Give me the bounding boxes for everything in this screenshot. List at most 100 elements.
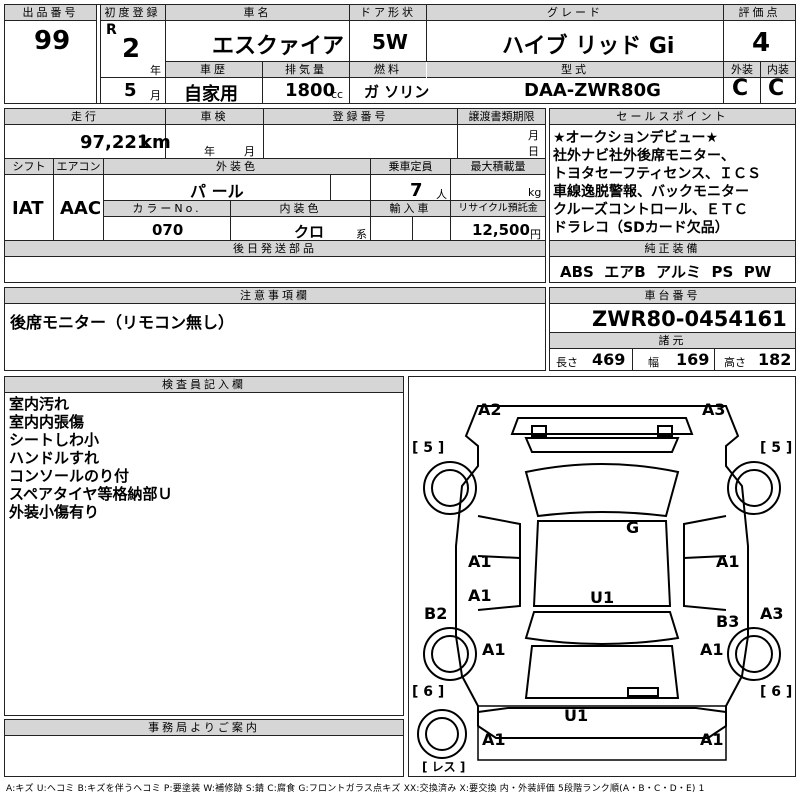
exterior-color: パ ール (190, 182, 244, 201)
fuel: ガ ソリン (364, 83, 430, 101)
car-name: エスクァイア (212, 34, 345, 59)
capacity-header: 乗車定員 (371, 159, 450, 175)
max-load-header: 最大積載量 (451, 159, 545, 175)
displacement: 1800 (285, 80, 336, 101)
inspector-line: ハンドルすれ (9, 449, 100, 467)
mark-a1-left-mid: A1 (468, 586, 492, 605)
max-load-unit: kg (528, 186, 542, 199)
month-unit: 月 (150, 89, 161, 102)
mark-b3-right: B3 (716, 612, 740, 631)
era-mark: R (106, 22, 117, 38)
lot-number: 99 (34, 26, 71, 56)
notes: 後席モニター（リモコン無し） (10, 313, 235, 332)
mark-a1-left-wheel: A1 (482, 640, 506, 659)
chassis-header: 車台番号 (550, 288, 795, 304)
inspector-line: スペアタイヤ等格納部Ｕ (9, 485, 173, 503)
interior-color: クロ (294, 223, 325, 241)
inspector-line: シートしわ小 (9, 431, 100, 449)
exterior-color-header: 外装色 (104, 159, 370, 175)
tire-right-top: [ 5 ] (760, 440, 793, 456)
sales-point-line: ★オークションデビュー★ (553, 130, 719, 146)
mark-a3-right: A3 (760, 604, 784, 623)
interior-color-unit: 系 (356, 228, 367, 241)
legend: A:キズ U:ヘコミ B:キズを伴うヘコミ P:要塗装 W:補修跡 S:錆 C:… (6, 784, 705, 794)
transfer-docs-header: 譲渡書類期限 (458, 109, 545, 125)
mark-b2-left: B2 (424, 604, 448, 623)
spare-tire-status: [ レス ] (422, 760, 466, 774)
shift-header: シフト (5, 159, 53, 175)
door-type: 5W (372, 30, 408, 54)
history: 自家用 (184, 84, 238, 105)
interior-color-header: 内装色 (231, 201, 370, 217)
recycle-deposit-header: リサイクル預託金 (451, 201, 545, 217)
transfer-month-unit: 月 (528, 129, 539, 142)
chassis-number: ZWR80-0454161 (592, 307, 787, 331)
grade-header: グレード (427, 5, 723, 21)
width-label: 幅 (648, 356, 659, 369)
mark-u1-center: U1 (590, 588, 615, 607)
model-header: 型式 (427, 62, 723, 78)
lot-number-header: 出品番号 (5, 5, 96, 21)
history-header: 車歴 (166, 62, 262, 78)
aircon: AAC (60, 198, 102, 219)
mileage-unit: km (140, 132, 171, 153)
inspector-list: 室内汚れ 室内内張傷 シートしわ小 ハンドルすれ コンソールのり付 スペアタイヤ… (9, 395, 173, 521)
grade: ハイブ リッド Gi (502, 34, 675, 59)
length: 469 (592, 350, 626, 369)
registration-month: 5 (124, 80, 137, 101)
recycle-deposit: 12,500 (472, 221, 530, 239)
aircon-header: エアコン (54, 159, 103, 175)
mark-u1-bottom: U1 (564, 706, 589, 725)
fuel-header: 燃料 (350, 62, 426, 78)
shift: IAT (12, 198, 44, 219)
recycle-unit: 円 (530, 228, 541, 241)
mark-g: G (626, 518, 640, 537)
interior-grade-header: 内装 (761, 62, 795, 78)
mark-a1-left-upper: A1 (468, 552, 492, 571)
inspection-year-unit: 年 (204, 145, 215, 158)
tire-right-bottom: [ 6 ] (760, 684, 793, 700)
length-label: 長さ (556, 356, 578, 369)
exterior-grade: C (732, 76, 749, 101)
specs-header: 諸元 (550, 333, 795, 349)
car-name-header: 車名 (166, 5, 349, 21)
inspector-line: 室内内張傷 (9, 413, 85, 431)
inspector-line: 外装小傷有り (9, 503, 100, 521)
import-header: 輸入車 (371, 201, 450, 217)
mark-a2-top: A2 (478, 400, 502, 419)
later-parts-header: 後日発送部品 (5, 241, 545, 257)
inspector-line: コンソールのり付 (9, 467, 130, 485)
sales-point-line: トヨタセーフティセンス、ＩＣＳ (553, 166, 762, 182)
registration-year: 2 (122, 34, 141, 64)
transfer-day-unit: 日 (528, 145, 539, 158)
inspection-month-unit: 月 (244, 145, 255, 158)
equipment-header: 純正装備 (550, 241, 795, 257)
sales-point-list: ★オークションデビュー★ 社外ナビ社外後席モニター、 トヨタセーフティセンス、Ｉ… (553, 129, 761, 237)
mark-a1-bottom-left: A1 (482, 730, 506, 749)
sales-point-header: セールスポイント (550, 109, 795, 125)
height-label: 高さ (724, 356, 746, 369)
color-number-header: カラーNo. (104, 201, 230, 217)
tire-left-top: [ 5 ] (412, 440, 445, 456)
score: 4 (752, 28, 771, 58)
displacement-header: 排気量 (263, 62, 349, 78)
sales-point-line: 社外ナビ社外後席モニター、 (553, 148, 735, 164)
plate-header: 登録番号 (264, 109, 457, 125)
inspector-line: 室内汚れ (9, 395, 70, 413)
mark-a3-top: A3 (702, 400, 726, 419)
model-code: DAA-ZWR80G (524, 80, 661, 101)
equipment: ABS エアB アルミ PS PW (560, 263, 772, 281)
score-header: 評価点 (724, 5, 795, 21)
door-type-header: ドア形状 (350, 5, 426, 21)
interior-grade: C (768, 76, 785, 101)
exterior-grade-header: 外装 (724, 62, 760, 78)
office-header: 事務局よりご案内 (5, 720, 403, 736)
car-outline-diagram (417, 405, 781, 761)
height: 182 (758, 350, 792, 369)
displacement-unit: cc (331, 88, 344, 101)
width: 169 (676, 350, 710, 369)
mileage-header: 走行 (5, 109, 165, 125)
inspector-header: 検査員記入欄 (5, 377, 403, 393)
mark-a1-bottom-right: A1 (700, 730, 724, 749)
mark-a1-right-wheel: A1 (700, 640, 724, 659)
